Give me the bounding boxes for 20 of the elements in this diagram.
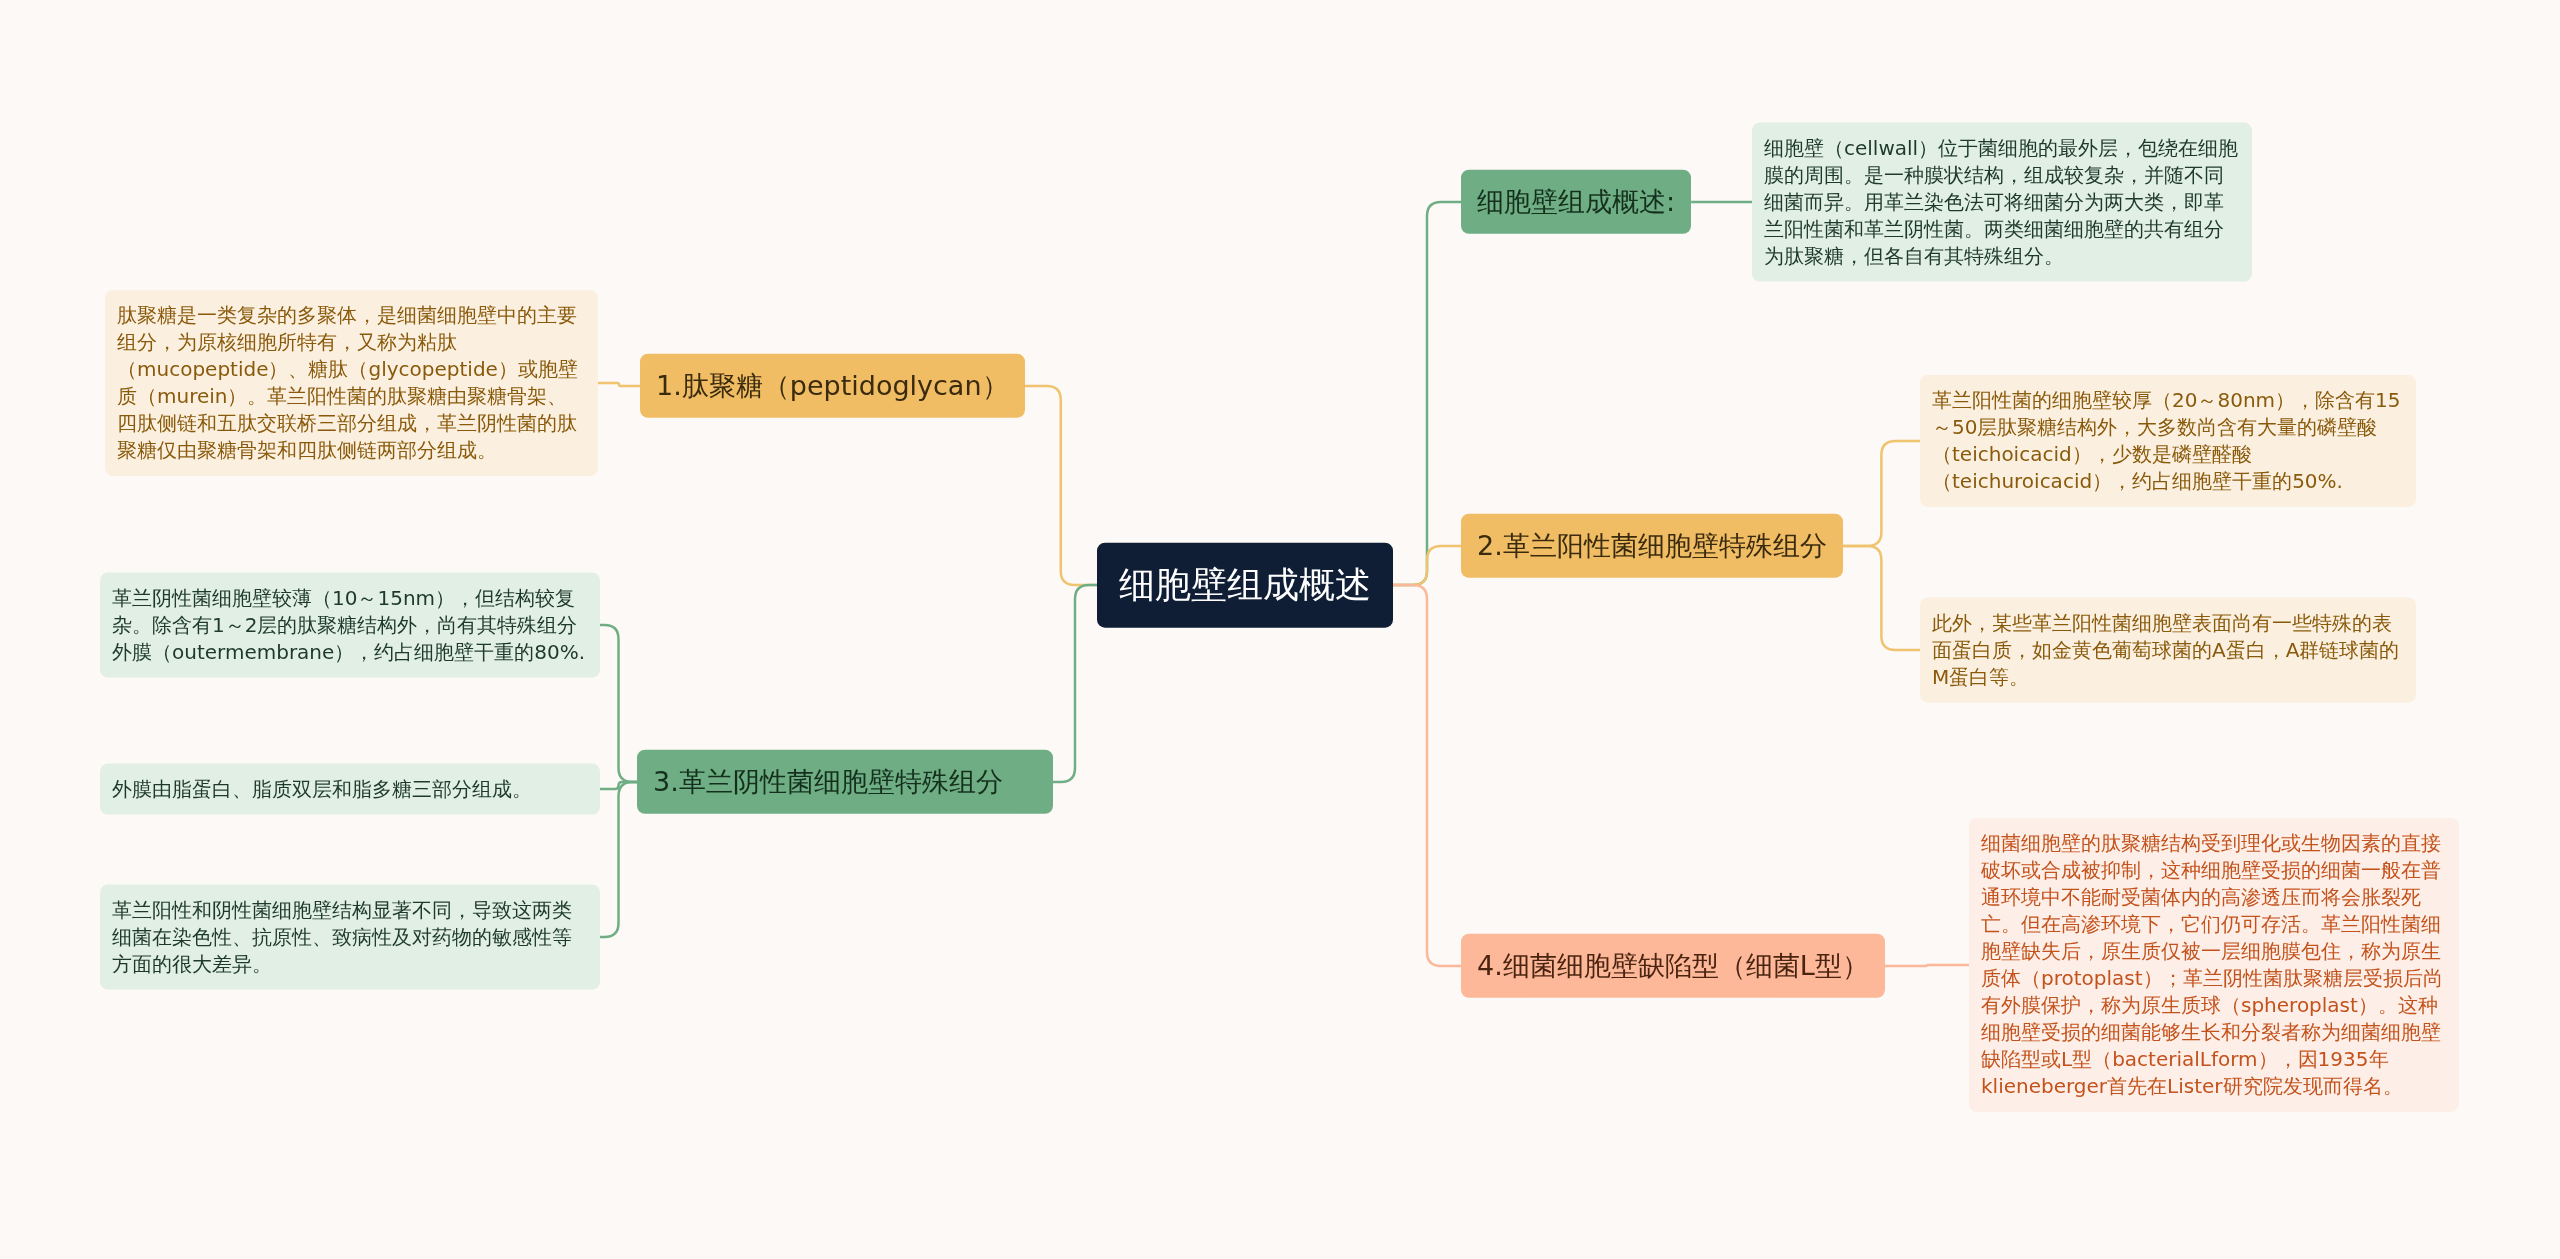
note-card: 革兰阴性菌细胞壁较薄（10～15nm），但结构较复杂。除含有1～2层的肽聚糖结构外，尚有其特殊组分外膜（outermembrane），约占细胞壁干重的80%.	[100, 572, 600, 678]
note-card: 肽聚糖是一类复杂的多聚体，是细菌细胞壁中的主要组分，为原核细胞所特有，又称为粘肽（mucopeptide）、糖肽（glycopeptide）或胞壁质（murein）。革兰阳性菌的肽聚糖由聚糖骨架、四肽侧链和五肽交联桥三部分组成，革兰阴性菌的肽聚糖仅由聚糖骨架和四肽侧链两部分组成。	[105, 290, 598, 476]
topic-box: 1.肽聚糖（peptidoglycan）	[640, 353, 1025, 419]
note-card: 细菌细胞壁的肽聚糖结构受到理化或生物因素的直接破坏或合成被抑制，这种细胞壁受损的细菌一般在普通环境中不能耐受菌体内的高渗透压而将会胀裂死亡。但在高渗环境下，它们仍可存活。革兰阳性菌细胞壁缺失后，原生质仅被一层细胞膜包住，称为原生质体（protoplast）；革兰阴性菌肽聚糖层受损后尚有外膜保护，称为原生质球（spheroplast）。这种细胞壁受损的细菌能够生长和分裂者称为细菌细胞壁缺陷型或L型（bacterialLform），因1935年klieneberger首先在Lister研究院发现而得名。	[1969, 818, 2459, 1112]
connector-line	[1884, 963, 1969, 968]
connector-line	[1691, 200, 1752, 204]
connector-line	[1393, 583, 1461, 968]
connector-line	[1842, 544, 1920, 652]
note-card: 此外，某些革兰阳性菌细胞壁表面尚有一些特殊的表面蛋白质，如金黄色葡萄球菌的A蛋白，A群链球菌的M蛋白等。	[1920, 597, 2416, 703]
topic-box: 4.细菌细胞壁缺陷型（细菌L型）	[1461, 933, 1885, 999]
note-card: 细胞壁（cellwall）位于菌细胞的最外层，包绕在细胞膜的周围。是一种膜状结构，组成较复杂，并随不同细菌而异。用革兰染色法可将细菌分为两大类，即革兰阳性菌和革兰阴性菌。两类细菌细胞壁的共有组分为肽聚糖，但各自有其特殊组分。	[1752, 122, 2252, 282]
connector-line	[598, 381, 640, 388]
topic-box: 2.革兰阳性菌细胞壁特殊组分	[1461, 513, 1843, 579]
connector-line	[1053, 583, 1097, 784]
note-card: 外膜由脂蛋白、脂质双层和脂多糖三部分组成。	[100, 763, 600, 815]
topic-box: 细胞壁组成概述:	[1461, 169, 1692, 235]
note-card: 革兰阳性和阴性菌细胞壁结构显著不同，导致这两类细菌在染色性、抗原性、致病性及对药物的敏感性等方面的很大差异。	[100, 884, 600, 990]
central-topic: 细胞壁组成概述	[1097, 542, 1393, 628]
topic-box: 3.革兰阴性菌细胞壁特殊组分	[637, 749, 1053, 815]
note-card: 革兰阳性菌的细胞壁较厚（20～80nm），除含有15～50层肽聚糖结构外，大多数尚含有大量的磷壁酸（teichoicacid），少数是磷壁醛酸（teichuroicacid），约占细胞壁干重的50%.	[1920, 375, 2416, 507]
